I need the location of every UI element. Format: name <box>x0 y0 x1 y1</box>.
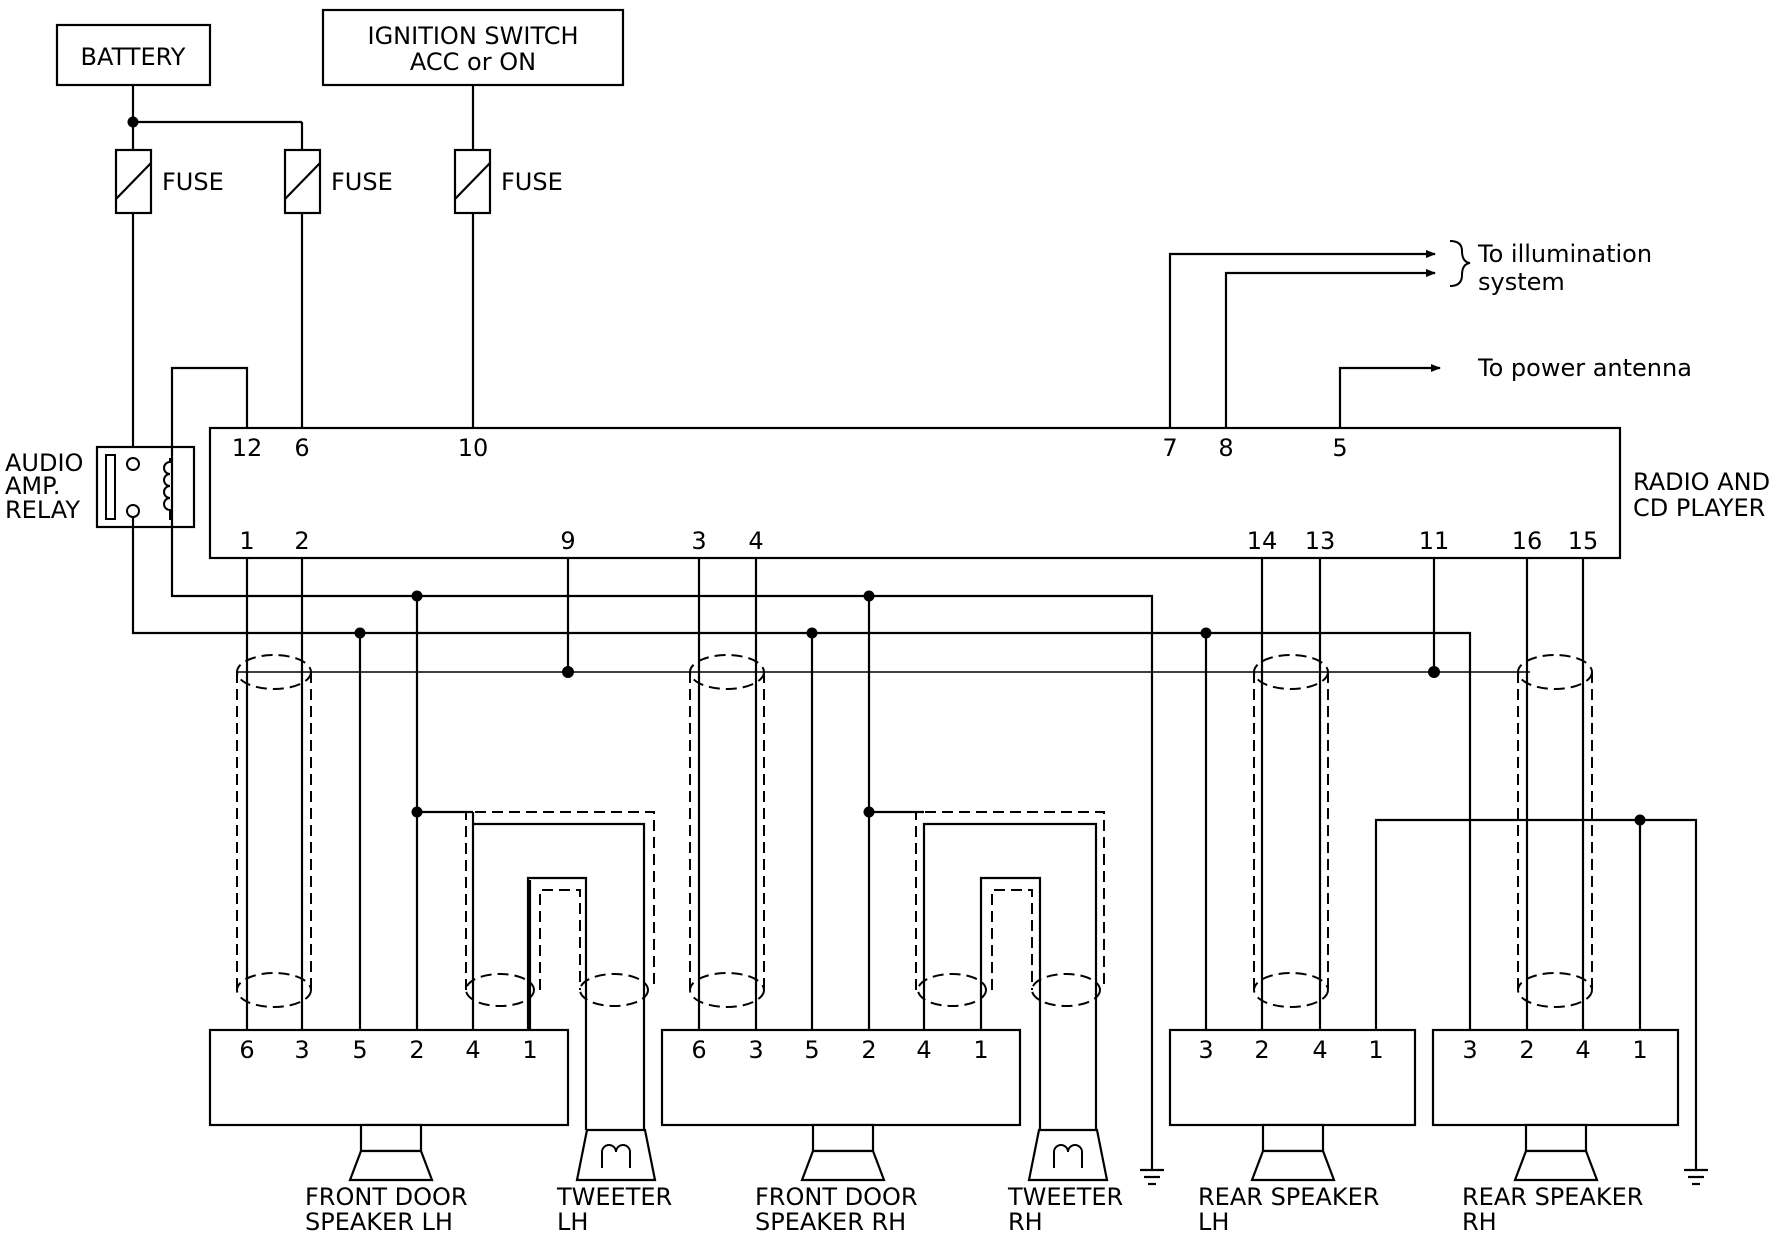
fuse-2: FUSE <box>283 148 393 215</box>
rear-rh-speaker-icon: REAR SPEAKER RH <box>1462 1123 1643 1236</box>
tweeter-lh-icon: TWEETER LH <box>556 1128 672 1236</box>
ignition-switch-label-line2: ACC or ON <box>410 48 536 76</box>
front-rh-pin-4: 4 <box>916 1036 931 1064</box>
audio-amp-relay: AUDIO AMP. RELAY <box>5 445 196 529</box>
radio-label-line2: CD PLAYER <box>1633 494 1765 522</box>
tweeter-rh-label-line1: TWEETER <box>1007 1183 1123 1211</box>
front-lh-speaker-icon: FRONT DOOR SPEAKER LH <box>305 1123 468 1236</box>
radio-pin-16: 16 <box>1512 527 1543 555</box>
front-lh-pin-5: 5 <box>352 1036 367 1064</box>
rear-lh-pin-2: 2 <box>1254 1036 1269 1064</box>
radio-pin-12: 12 <box>232 434 263 462</box>
front-lh-pin-3: 3 <box>294 1036 309 1064</box>
tweeter-rh-label-line2: RH <box>1008 1208 1043 1236</box>
relay-label-line1: AUDIO <box>5 449 83 477</box>
battery-wires <box>127 85 304 150</box>
radio-pin-2: 2 <box>294 527 309 555</box>
radio-pin-3: 3 <box>691 527 706 555</box>
radio-label-line1: RADIO AND <box>1633 468 1770 496</box>
front-lh-speaker-label-line1: FRONT DOOR <box>305 1183 468 1211</box>
radio-pin-4: 4 <box>748 527 763 555</box>
front-rh-wires <box>697 558 1098 1130</box>
rear-lh-speaker-label-line1: REAR SPEAKER <box>1198 1183 1379 1211</box>
relay-wires <box>131 366 1472 1170</box>
ground-icon-1 <box>1140 1168 1164 1186</box>
rear-rh-pin-4: 4 <box>1575 1036 1590 1064</box>
front-rh-pin-1: 1 <box>973 1036 988 1064</box>
relay-label-line2: AMP. <box>5 472 61 500</box>
tweeter-lh-label-line2: LH <box>557 1208 588 1236</box>
front-lh-pin-2: 2 <box>409 1036 424 1064</box>
rear-rh-pin-2: 2 <box>1519 1036 1534 1064</box>
rear-rh-pin-1: 1 <box>1632 1036 1647 1064</box>
front-rh-pin-3: 3 <box>748 1036 763 1064</box>
front-rh-speaker-label-line1: FRONT DOOR <box>755 1183 918 1211</box>
rear-lh-pin-4: 4 <box>1312 1036 1327 1064</box>
ignition-switch-label-line1: IGNITION SWITCH <box>367 22 578 50</box>
front-rh-pin-2: 2 <box>861 1036 876 1064</box>
radio-pin-15: 15 <box>1568 527 1599 555</box>
rear-rh-speaker-label-line2: RH <box>1462 1208 1497 1236</box>
relay-label-line3: RELAY <box>5 496 80 524</box>
front-rh-connector: 6 3 5 2 4 1 <box>660 1028 1022 1127</box>
fuse-1: FUSE <box>114 148 224 215</box>
fuse-wires <box>131 85 475 459</box>
radio-pin-13: 13 <box>1305 527 1336 555</box>
battery: BATTERY <box>55 23 212 87</box>
front-lh-speaker-label-line2: SPEAKER LH <box>305 1208 453 1236</box>
rear-rh-connector: 3 2 4 1 <box>1431 1028 1680 1127</box>
battery-label: BATTERY <box>81 43 186 71</box>
fuse-3: FUSE <box>453 148 563 215</box>
fuse-2-label: FUSE <box>331 168 393 196</box>
rear-lh-speaker-label-line2: LH <box>1198 1208 1229 1236</box>
radio-pin-1: 1 <box>239 527 254 555</box>
rear-lh-pin-1: 1 <box>1368 1036 1383 1064</box>
illumination-label-line1: To illumination <box>1477 240 1652 268</box>
power-antenna-label: To power antenna <box>1477 354 1692 382</box>
tweeter-lh-label-line1: TWEETER <box>556 1183 672 1211</box>
front-lh-pin-4: 4 <box>465 1036 480 1064</box>
radio-pin-14: 14 <box>1247 527 1278 555</box>
front-rh-speaker-label-line2: SPEAKER RH <box>755 1208 906 1236</box>
front-rh-speaker-icon: FRONT DOOR SPEAKER RH <box>755 1123 918 1236</box>
illumination-label-line2: system <box>1478 268 1565 296</box>
radio-pin-10: 10 <box>458 434 489 462</box>
rear-lh-speaker-icon: REAR SPEAKER LH <box>1198 1123 1379 1236</box>
radio-pin-9: 9 <box>560 527 575 555</box>
front-lh-wires <box>245 558 646 1130</box>
fuse-3-label: FUSE <box>501 168 563 196</box>
rear-wires <box>1200 558 1698 1170</box>
shield-lines <box>236 654 1593 1008</box>
ground-icon-2 <box>1684 1168 1708 1186</box>
radio-cd-player: RADIO AND CD PLAYER 12 6 10 7 8 5 1 2 9 … <box>208 426 1770 560</box>
front-lh-pin-6: 6 <box>239 1036 254 1064</box>
radio-pin-11: 11 <box>1419 527 1450 555</box>
radio-pin-6: 6 <box>294 434 309 462</box>
rear-rh-speaker-label-line1: REAR SPEAKER <box>1462 1183 1643 1211</box>
front-rh-pin-6: 6 <box>691 1036 706 1064</box>
tweeter-rh-icon: TWEETER RH <box>1007 1128 1123 1236</box>
rear-rh-pin-3: 3 <box>1462 1036 1477 1064</box>
front-lh-connector: 6 3 5 2 4 1 <box>208 1028 570 1127</box>
radio-pin-5: 5 <box>1332 434 1347 462</box>
fuse-1-label: FUSE <box>162 168 224 196</box>
antenna-output: To power antenna <box>1338 354 1692 428</box>
radio-pin-8: 8 <box>1218 434 1233 462</box>
front-rh-pin-5: 5 <box>804 1036 819 1064</box>
rear-lh-pin-3: 3 <box>1198 1036 1213 1064</box>
radio-pin-7: 7 <box>1162 434 1177 462</box>
ignition-switch: IGNITION SWITCH ACC or ON <box>321 8 625 87</box>
illumination-output: To illumination system <box>1168 240 1652 428</box>
front-lh-pin-1: 1 <box>522 1036 537 1064</box>
rear-lh-connector: 3 2 4 1 <box>1168 1028 1417 1127</box>
